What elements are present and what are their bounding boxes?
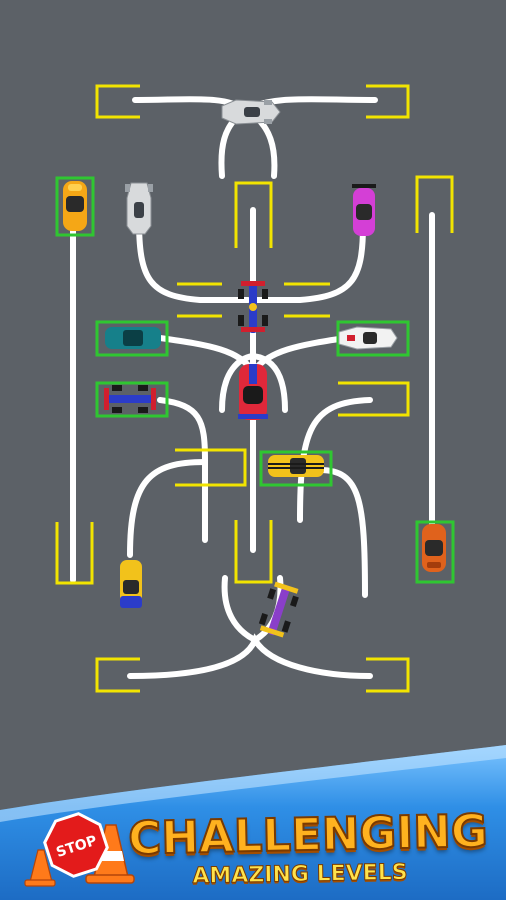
slot-bottom-right[interactable] — [366, 657, 410, 693]
path-magenta — [252, 222, 366, 303]
slot-green-formula[interactable] — [95, 381, 169, 418]
slot-top-left[interactable] — [95, 84, 140, 119]
path-left-curve — [127, 459, 208, 558]
car-orange-right-parked[interactable] — [422, 524, 446, 572]
occupied-slots — [55, 176, 455, 584]
stop-sign-icon: STOP — [43, 812, 109, 878]
car-orange-top-left[interactable] — [63, 181, 87, 231]
slot-center-top[interactable] — [234, 181, 273, 248]
car-formula-red-left[interactable] — [104, 385, 156, 413]
slot-center-h-right[interactable] — [284, 282, 330, 318]
slot-green-white[interactable] — [336, 320, 410, 357]
car-yellow-black-stripes[interactable] — [268, 455, 324, 477]
promo-banner — [0, 745, 506, 900]
slot-top-right[interactable] — [366, 84, 410, 119]
banner-highlight — [0, 745, 506, 822]
car-yellow-blue-bottom-left[interactable] — [120, 560, 142, 608]
slot-right-top[interactable] — [415, 175, 454, 233]
slot-green-orange-right[interactable] — [415, 520, 455, 584]
slot-left-bottom[interactable] — [55, 522, 94, 585]
slot-center-bottom[interactable] — [234, 520, 273, 584]
car-silver-left[interactable] — [125, 182, 153, 235]
traffic-cone-small-icon — [24, 849, 56, 887]
slot-green-teal[interactable] — [95, 320, 169, 357]
path-silver-left — [136, 217, 251, 303]
car-white-racer[interactable] — [338, 326, 398, 350]
car-magenta-right[interactable] — [352, 184, 376, 236]
car-teal-sedan[interactable] — [105, 327, 161, 349]
slot-right-mid[interactable] — [338, 381, 410, 417]
slot-center-h-left[interactable] — [177, 282, 222, 318]
slot-green-yellow[interactable] — [259, 450, 333, 487]
path-lines — [70, 96, 435, 679]
car-formula-blue-red-top[interactable] — [238, 281, 268, 333]
slot-green-orange[interactable] — [55, 176, 95, 237]
car-silver-top-center[interactable] — [221, 99, 281, 125]
parking-slots — [55, 84, 454, 693]
path-bottom — [127, 633, 373, 679]
path-mid-arcs — [219, 352, 288, 413]
car-red-blue-center[interactable] — [238, 364, 268, 420]
car-formula-purple-bottom[interactable] — [257, 581, 302, 640]
slot-bottom-left[interactable] — [95, 657, 140, 693]
path-yellow-car — [317, 467, 368, 598]
path-right-arc — [297, 397, 373, 523]
slot-center-mid[interactable] — [175, 448, 247, 487]
path-formula-left — [157, 397, 208, 543]
path-bottom-left-up — [221, 575, 258, 643]
